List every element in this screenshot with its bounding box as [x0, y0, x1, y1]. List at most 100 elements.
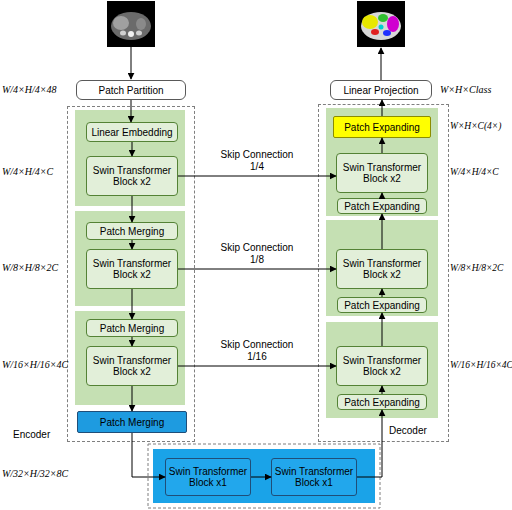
box-label: Patch Expanding	[344, 122, 420, 133]
dimension-label: W/4×H/4×C	[450, 166, 499, 178]
flow-arrow	[132, 289, 133, 319]
box-label: Swin Transformer Block x2	[339, 258, 425, 280]
process-box: Patch Expanding	[337, 198, 427, 214]
flow-arrow	[382, 193, 383, 198]
ct-kidney	[120, 31, 126, 36]
stage-panel	[75, 110, 185, 206]
input-arrow	[131, 47, 132, 79]
ct-kidney	[136, 31, 142, 36]
dimension-label: W×H×Class	[440, 84, 491, 96]
edge-label: Skip Connection 1/4	[215, 149, 299, 173]
stage-panel	[326, 220, 438, 316]
box-label: Patch Expanding	[344, 397, 420, 408]
dimension-label: W/8×H/8×2C	[2, 262, 58, 274]
box-label: Patch Merging	[100, 226, 164, 237]
flow-arrow	[382, 138, 383, 153]
ct-liver	[113, 16, 129, 30]
ct-spleen	[136, 18, 146, 30]
box-label: Patch Partition	[98, 85, 163, 96]
process-box: Patch Merging	[86, 222, 178, 240]
process-box: Swin Transformer Block x2	[86, 156, 178, 196]
group-frame: EncoderLinear EmbeddingSwin Transformer …	[67, 106, 195, 442]
dimension-label: W/16×H/16×4C	[450, 359, 512, 371]
group-frame: DecoderPatch ExpandingSwin Transformer B…	[318, 104, 449, 442]
dimension-label: W/8×H/8×2C	[450, 262, 503, 274]
output-arrow	[381, 48, 382, 80]
box-label: Patch Merging	[100, 323, 164, 334]
flow-arrow	[132, 386, 133, 411]
flow-arrow	[131, 100, 132, 122]
box-label: Swin Transformer Block x2	[339, 355, 425, 377]
process-box: Swin Transformer Block x1	[165, 458, 251, 496]
dimension-label: W/16×H/16×4C	[2, 359, 68, 371]
flow-arrow	[382, 214, 383, 249]
segmentation-image	[357, 1, 405, 47]
dimension-label: W×H×C(4×)	[450, 120, 501, 132]
process-box: Swin Transformer Block x2	[336, 346, 428, 386]
stage-panel	[326, 322, 438, 418]
dimension-label: W/4×H/4×C	[2, 166, 53, 178]
group-label: Decoder	[389, 425, 427, 437]
ct-scan-image	[107, 1, 155, 47]
box-label: Swin Transformer Block x2	[89, 165, 175, 187]
ct-body	[111, 12, 151, 40]
ct-spine	[128, 31, 134, 37]
stage-panel	[75, 211, 185, 306]
dimension-label: W/32×H/32×8C	[2, 468, 68, 480]
box-label: Swin Transformer Block x1	[274, 466, 354, 488]
box-label: Swin Transformer Block x2	[89, 355, 175, 377]
edge-label: Skip Connection 1/8	[215, 242, 299, 266]
box-label: Patch Expanding	[344, 300, 420, 311]
dimension-label: W/4×H/4×48	[2, 84, 57, 96]
seg-kidney	[371, 29, 379, 35]
flow-arrow	[132, 337, 133, 346]
stage-panel	[75, 311, 185, 405]
box-label: Patch Expanding	[344, 201, 420, 212]
bottleneck-frame	[148, 444, 380, 508]
flow-arrow	[382, 289, 383, 297]
process-box: Swin Transformer Block x2	[86, 346, 178, 386]
flow-arrow	[382, 100, 383, 116]
process-box: Patch Partition	[76, 80, 186, 100]
flow-arrow	[251, 477, 271, 478]
box-label: Linear Embedding	[91, 127, 172, 138]
seg-liver	[362, 15, 378, 29]
flow-arrow	[357, 410, 382, 477]
seg-kidney	[383, 30, 391, 36]
process-box: Swin Transformer Block x1	[271, 458, 357, 496]
flow-arrow	[132, 433, 165, 477]
group-label: Encoder	[13, 429, 50, 441]
process-box: Patch Expanding	[337, 394, 427, 410]
process-box: Swin Transformer Block x2	[336, 249, 428, 289]
process-box: Swin Transformer Block x2	[336, 153, 428, 193]
box-label: Swin Transformer Block x1	[168, 466, 248, 488]
stage-panel	[326, 108, 438, 216]
process-box: Patch Merging	[86, 319, 178, 337]
process-box: Patch Expanding	[337, 297, 427, 313]
flow-arrow	[132, 196, 133, 222]
flow-arrow	[132, 142, 133, 156]
process-box: Patch Expanding	[333, 116, 431, 138]
seg-spleen	[387, 16, 399, 32]
process-box: Patch Merging	[77, 411, 187, 433]
edge-label: Skip Connection 1/16	[215, 339, 299, 363]
flow-arrow	[382, 313, 383, 346]
box-label: Swin Transformer Block x2	[89, 258, 175, 280]
process-box: Swin Transformer Block x2	[86, 249, 178, 289]
seg-stomach	[378, 14, 388, 22]
process-box: Linear Projection	[330, 80, 432, 100]
skip-connection	[178, 269, 336, 270]
box-label: Linear Projection	[343, 85, 418, 96]
bottleneck-band	[153, 449, 375, 503]
seg-aorta	[379, 25, 384, 30]
skip-connection	[178, 366, 336, 367]
skip-connection	[178, 176, 336, 177]
box-label: Swin Transformer Block x2	[339, 162, 425, 184]
flow-arrow	[132, 240, 133, 249]
seg-body	[361, 12, 401, 40]
process-box: Linear Embedding	[86, 122, 178, 142]
box-label: Patch Merging	[100, 417, 164, 428]
flow-arrow	[382, 386, 383, 394]
